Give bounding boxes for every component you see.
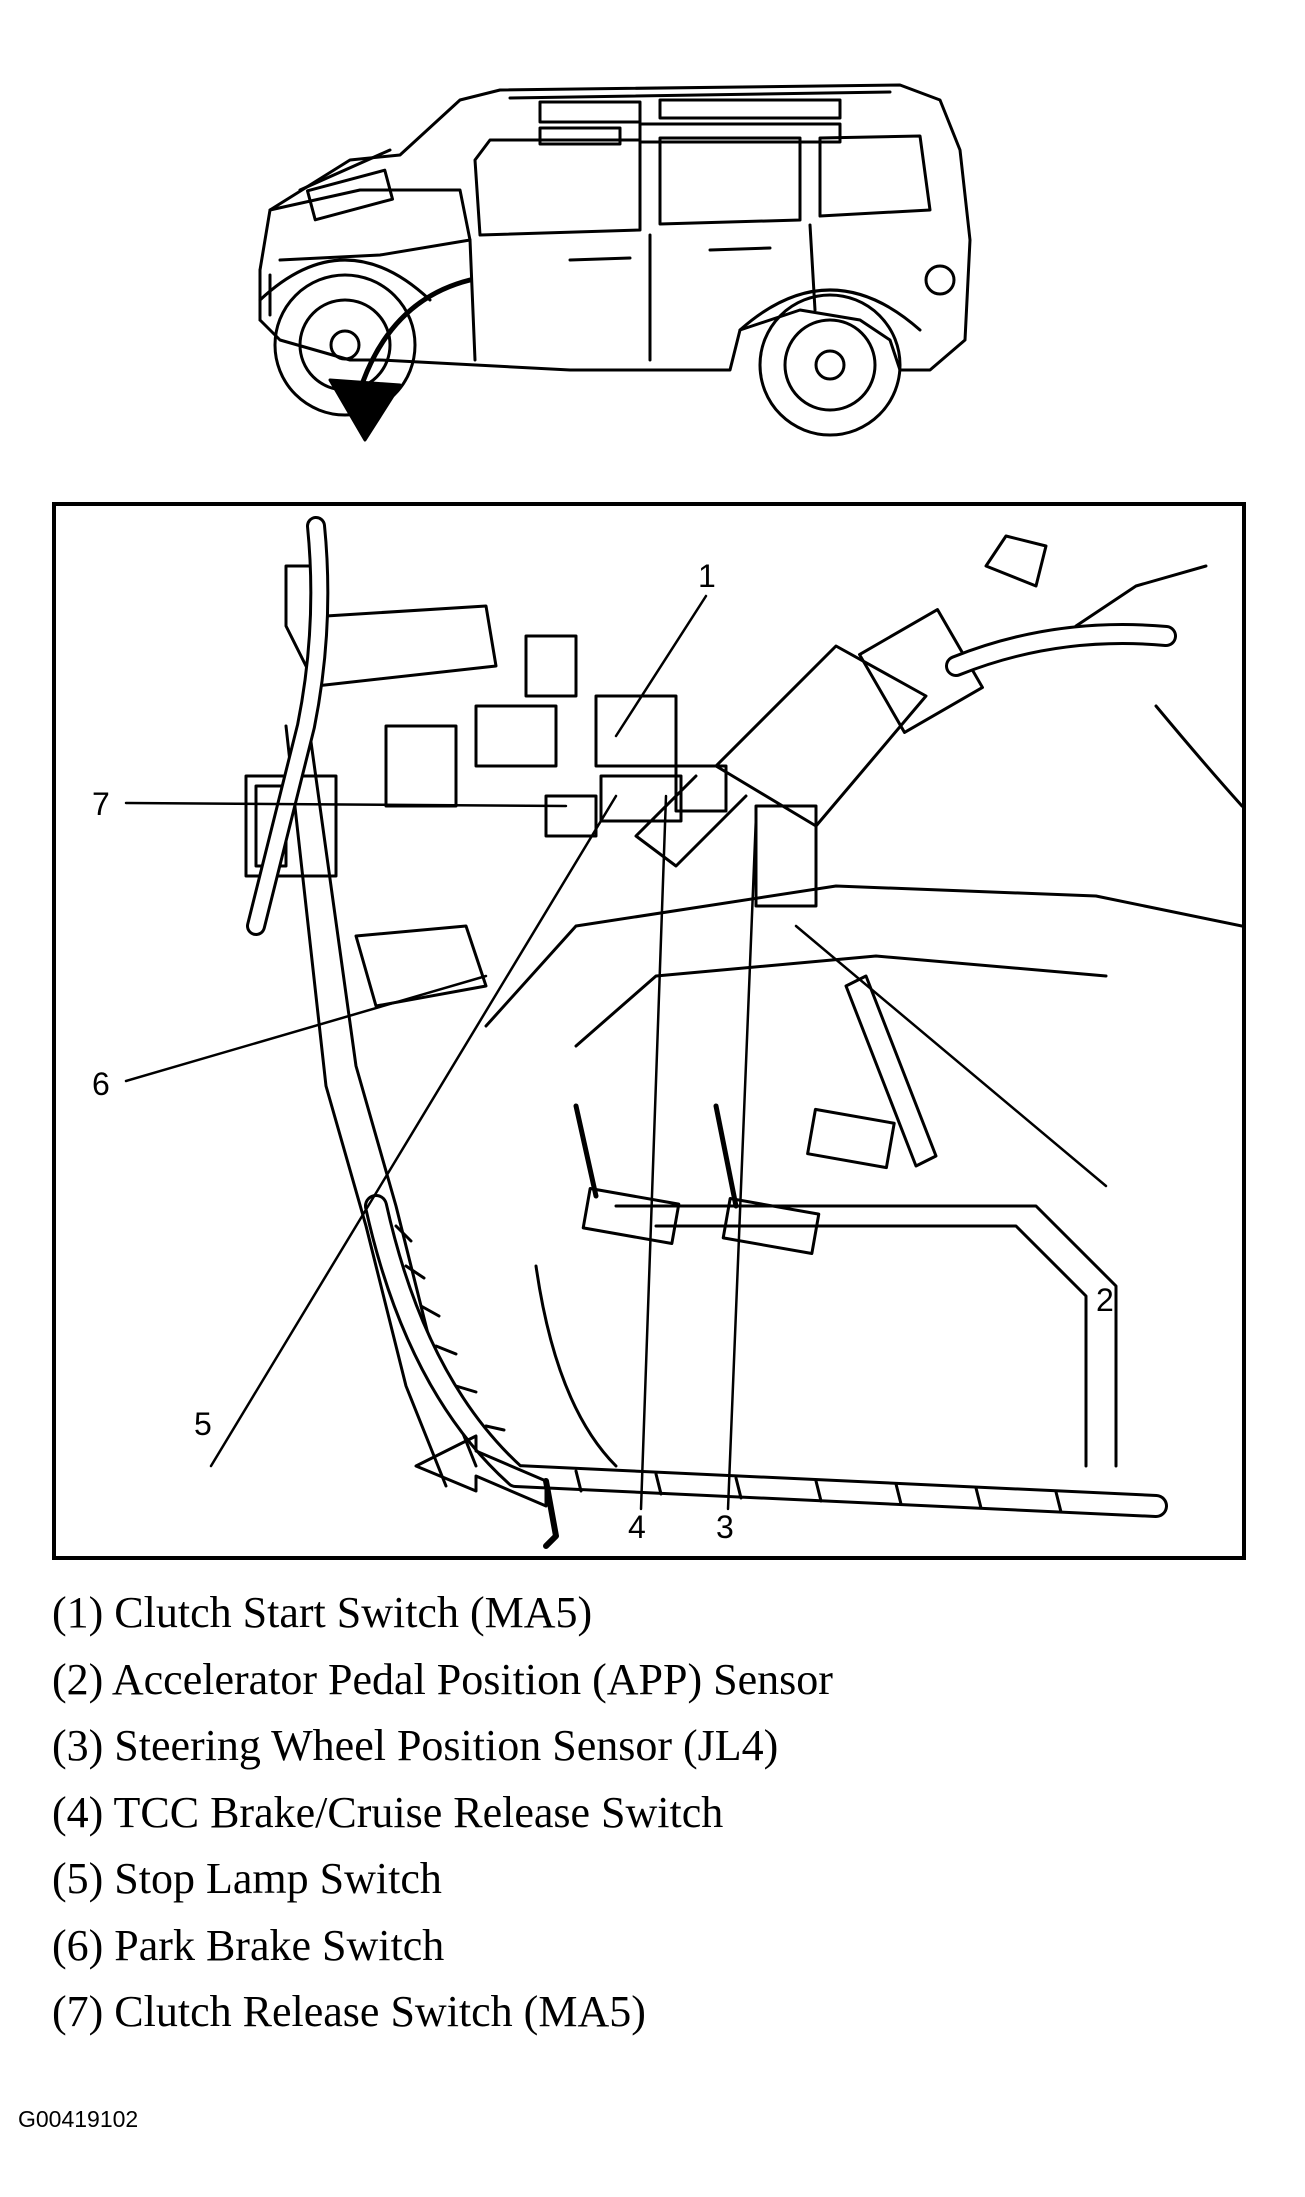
legend-item-1: (1) Clutch Start Switch (MA5) (52, 1588, 593, 1637)
legend-item-6: (6) Park Brake Switch (52, 1920, 445, 1970)
legend-item-3: (3) Steering Wheel Position Sensor (JL4) (52, 1721, 779, 1770)
detail-view: 1 2 3 4 5 6 7 (52, 502, 1246, 1560)
legend-item-2: (2) Accelerator Pedal Position (APP) Sen… (52, 1654, 833, 1704)
legend-item-4: (4) TCC Brake/Cruise Release Switch (52, 1787, 724, 1837)
legend-item-7: (7) Clutch Release Switch (MA5) (52, 1987, 646, 2036)
vehicle-illustration (258, 83, 972, 442)
under-dash-illustration (124, 516, 1242, 1549)
callout-4: 4 (628, 1509, 646, 1545)
callout-6: 6 (92, 1066, 110, 1102)
callout-3: 3 (716, 1509, 734, 1545)
legend-item-5: (5) Stop Lamp Switch (52, 1854, 442, 1903)
callout-7: 7 (92, 786, 110, 822)
callout-1: 1 (698, 558, 716, 594)
component-legend: (1) Clutch Start Switch (MA5) (2) Accele… (52, 1580, 833, 2046)
callout-2: 2 (1096, 1282, 1114, 1318)
figure-id: G00419102 (18, 2106, 139, 2132)
callout-5: 5 (194, 1406, 212, 1442)
